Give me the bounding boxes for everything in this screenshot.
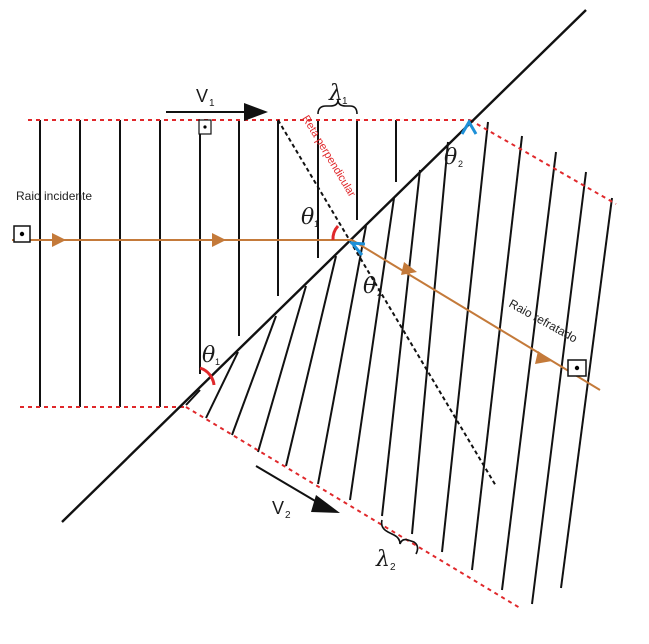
incident-ray-arrow-1 [52,233,66,247]
right-angle-marker-refracted [567,359,587,377]
refracted-wavefront-8 [381,169,421,517]
refracted-ray-arrow-2 [535,351,552,364]
refracted-wavefront-13 [531,171,587,605]
refracted-wavefront-7 [349,197,395,501]
refracted-wavefront-2 [205,351,239,419]
refracted-upper-boundary [469,119,617,205]
theta2-label-center: θ [363,274,376,299]
refracted-wavefront-12 [501,151,557,591]
theta1-label-bottom: θ [202,343,215,368]
theta1-arc-top [331,224,340,241]
incident-wavefronts [39,120,397,407]
lambda1-brace [317,99,358,115]
refracted-wavefront-5 [285,255,337,467]
lambda2-brace [380,519,419,555]
v2-arrow [255,465,340,513]
lambda2-label: λ [375,547,390,572]
right-angle-marker-top [198,119,212,135]
refracted-wavefront-1 [185,389,201,406]
theta1-label-top: θ [301,205,314,230]
theta1-subscript-bottom: 1 [215,357,220,367]
refracted-wavefront-4 [257,285,307,453]
refracted-lower-boundary [185,406,521,609]
v2-subscript: 2 [285,510,291,521]
v1-label: V [196,86,208,106]
theta2-label-top: θ [444,145,457,170]
refracted-wavefront-3 [231,315,277,436]
theta2-arc-top [460,119,478,135]
perpendicular-dashed-line [277,119,497,487]
refracted-wavefront-9 [411,141,449,535]
theta1-subscript-top: 1 [314,219,319,229]
incident-ray-label: Raio incidente [16,189,92,203]
lambda2-subscript: 2 [390,562,396,573]
v1-arrow [166,103,268,121]
refracted-ray [351,239,601,391]
incident-ray-arrow-2 [212,233,226,247]
refracted-wavefront-6 [317,225,367,485]
right-angle-marker-incident [13,225,31,243]
theta2-arc-center [348,241,366,256]
refracted-wavefront-10 [441,121,489,553]
theta2-subscript-center: 2 [377,288,382,298]
incident-ray [12,233,352,247]
refracted-wavefront-11 [471,135,523,571]
v2-label: V [272,498,284,518]
theta2-subscript-top: 2 [458,159,463,169]
refracted-wavefronts [185,121,613,605]
dashed-boundaries [20,119,617,609]
theta1-arc-bottom [199,366,216,386]
refracted-wavefront-14 [560,197,613,589]
refracted-ray-arrow-1 [401,262,417,275]
interface-line [61,9,587,523]
v1-subscript: 1 [209,98,215,109]
lambda1-subscript: 1 [342,96,348,107]
lambda1-label: λ [328,81,343,106]
perpendicular-line-label: Reta perpendicular [299,113,357,199]
